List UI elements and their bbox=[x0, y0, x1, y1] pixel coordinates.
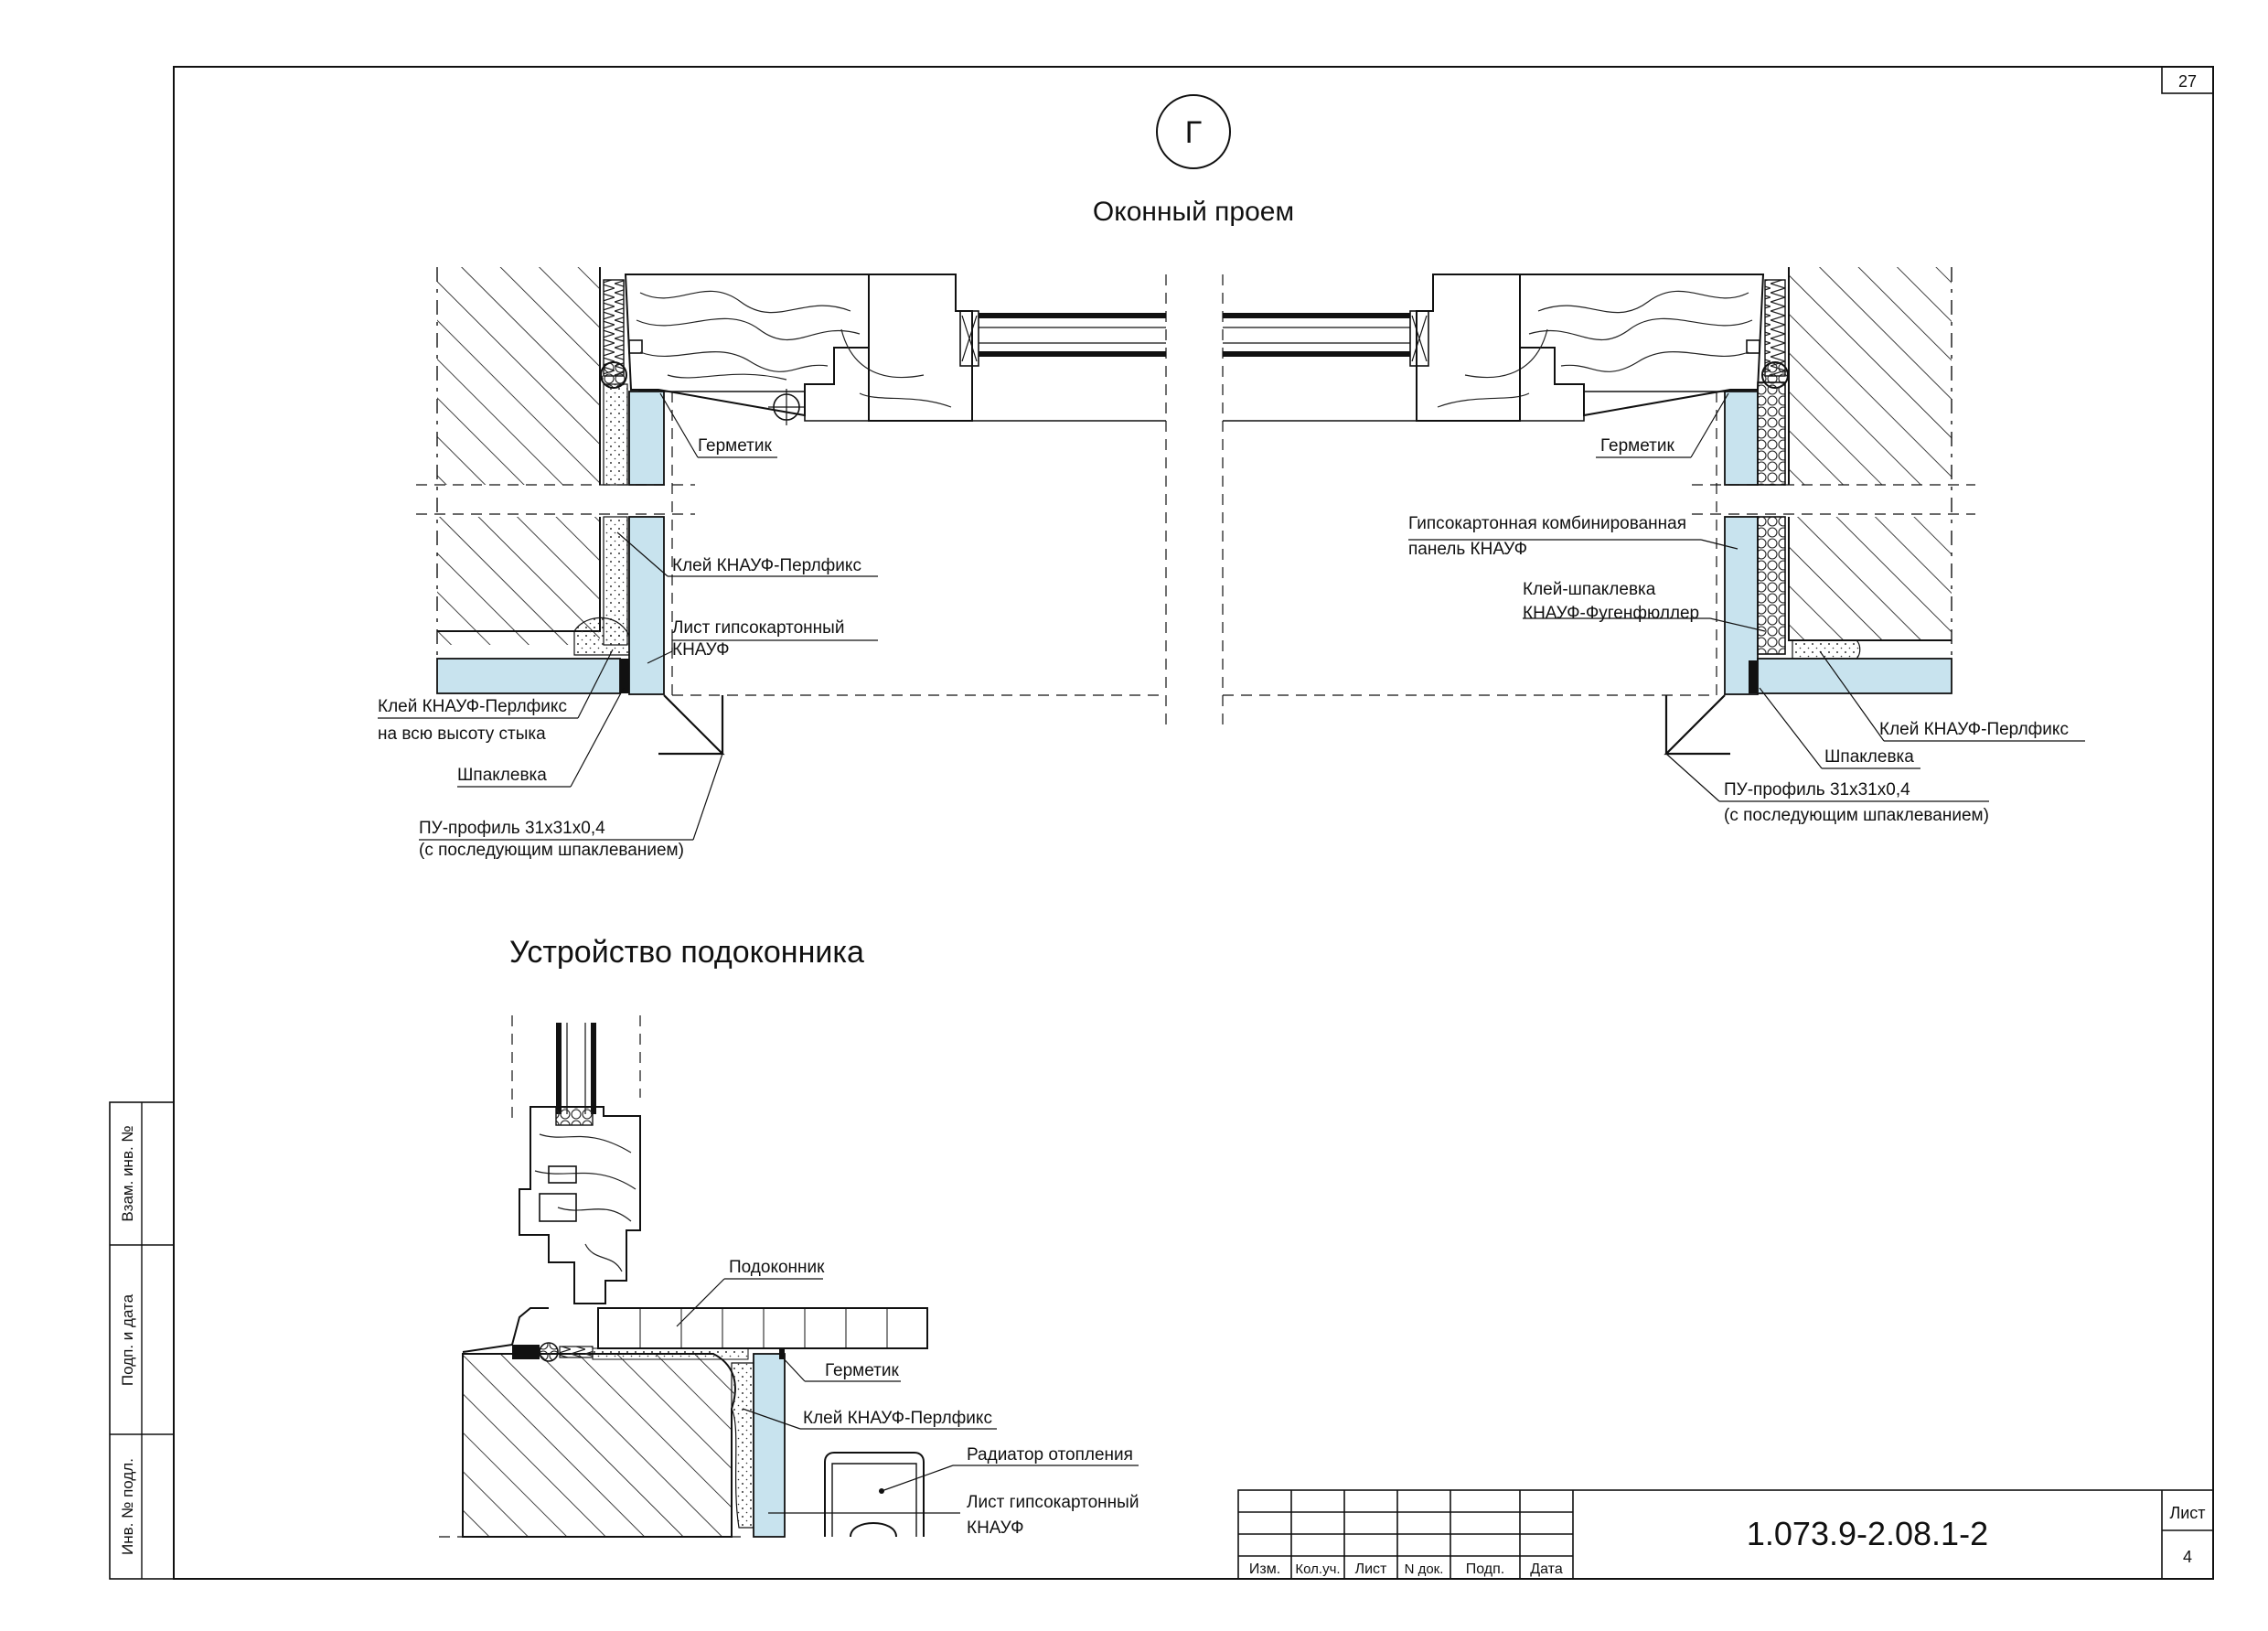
stamp-vzam: Взам. инв. № bbox=[119, 1125, 136, 1221]
document-designation: 1.073.9-2.08.1-2 bbox=[1747, 1515, 1988, 1552]
sheet-label: Лист bbox=[2169, 1504, 2205, 1522]
left-label-shpaklevka: Шпаклевка bbox=[457, 766, 547, 785]
left-label-klei: Клей КНАУФ-Перлфикс bbox=[672, 556, 861, 575]
left-label-pu-2: (с последующим шпаклеванием) bbox=[419, 841, 684, 860]
section-marker-circle bbox=[1156, 94, 1231, 169]
sill-label-klei: Клей КНАУФ-Перлфикс bbox=[803, 1409, 992, 1428]
left-label-klei-full-2: на всю высоту стыка bbox=[378, 724, 546, 744]
section-marker: Г bbox=[1185, 115, 1202, 150]
right-label-fugen-1: Клей-шпаклевка bbox=[1523, 580, 1656, 599]
tb-col-podp: Подп. bbox=[1466, 1561, 1505, 1577]
tb-col-izm: Изм. bbox=[1249, 1561, 1280, 1577]
left-label-list-gk-1: Лист гипсокартонный bbox=[672, 618, 844, 638]
right-label-germetik: Герметик bbox=[1600, 436, 1674, 456]
right-label-fugen-2: КНАУФ-Фугенфюллер bbox=[1523, 604, 1699, 623]
left-label-pu-1: ПУ-профиль 31х31х0,4 bbox=[419, 819, 605, 838]
sheet-frame bbox=[173, 66, 2214, 1580]
left-label-klei-full-1: Клей КНАУФ-Перлфикс bbox=[378, 697, 567, 716]
sheet-corner-number: 27 bbox=[2178, 72, 2197, 91]
right-label-pu-2: (с последующим шпаклеванием) bbox=[1724, 806, 1989, 825]
right-label-pu-1: ПУ-профиль 31х31х0,4 bbox=[1724, 780, 1910, 799]
stamp-inv: Инв. № подл. bbox=[119, 1458, 136, 1555]
side-stamp bbox=[109, 1101, 175, 1580]
left-jamb-detail bbox=[378, 267, 1167, 841]
title-block bbox=[1237, 1489, 2214, 1580]
left-label-list-gk-2: КНАУФ bbox=[672, 640, 730, 660]
left-label-germetik: Герметик bbox=[698, 436, 772, 456]
sill-label-germetik: Герметик bbox=[825, 1361, 899, 1380]
tb-col-ndok: N док. bbox=[1405, 1561, 1444, 1577]
tb-col-koluch: Кол.уч. bbox=[1295, 1561, 1340, 1577]
sill-label-list-gk-1: Лист гипсокартонный bbox=[967, 1493, 1139, 1512]
tb-col-data: Дата bbox=[1530, 1561, 1563, 1577]
tb-col-list: Лист bbox=[1355, 1561, 1387, 1577]
sill-label-list-gk-2: КНАУФ bbox=[967, 1518, 1024, 1538]
right-label-panel-2: панель КНАУФ bbox=[1408, 540, 1527, 559]
sill-detail bbox=[439, 1015, 1139, 1538]
right-label-shpaklevka: Шпаклевка bbox=[1824, 747, 1914, 767]
top-title: Оконный проем bbox=[1093, 197, 1294, 227]
right-label-panel-1: Гипсокартонная комбинированная bbox=[1408, 514, 1686, 533]
sheet-number: 4 bbox=[2183, 1548, 2192, 1566]
right-jamb-detail bbox=[1222, 267, 2085, 802]
right-label-klei: Клей КНАУФ-Перлфикс bbox=[1879, 720, 2069, 739]
bottom-title: Устройство подоконника bbox=[509, 935, 864, 970]
sill-label-podokonnik: Подоконник bbox=[729, 1258, 825, 1277]
stamp-podp: Подп. и дата bbox=[119, 1293, 136, 1386]
sill-label-radiator: Радиатор отопления bbox=[967, 1445, 1133, 1465]
